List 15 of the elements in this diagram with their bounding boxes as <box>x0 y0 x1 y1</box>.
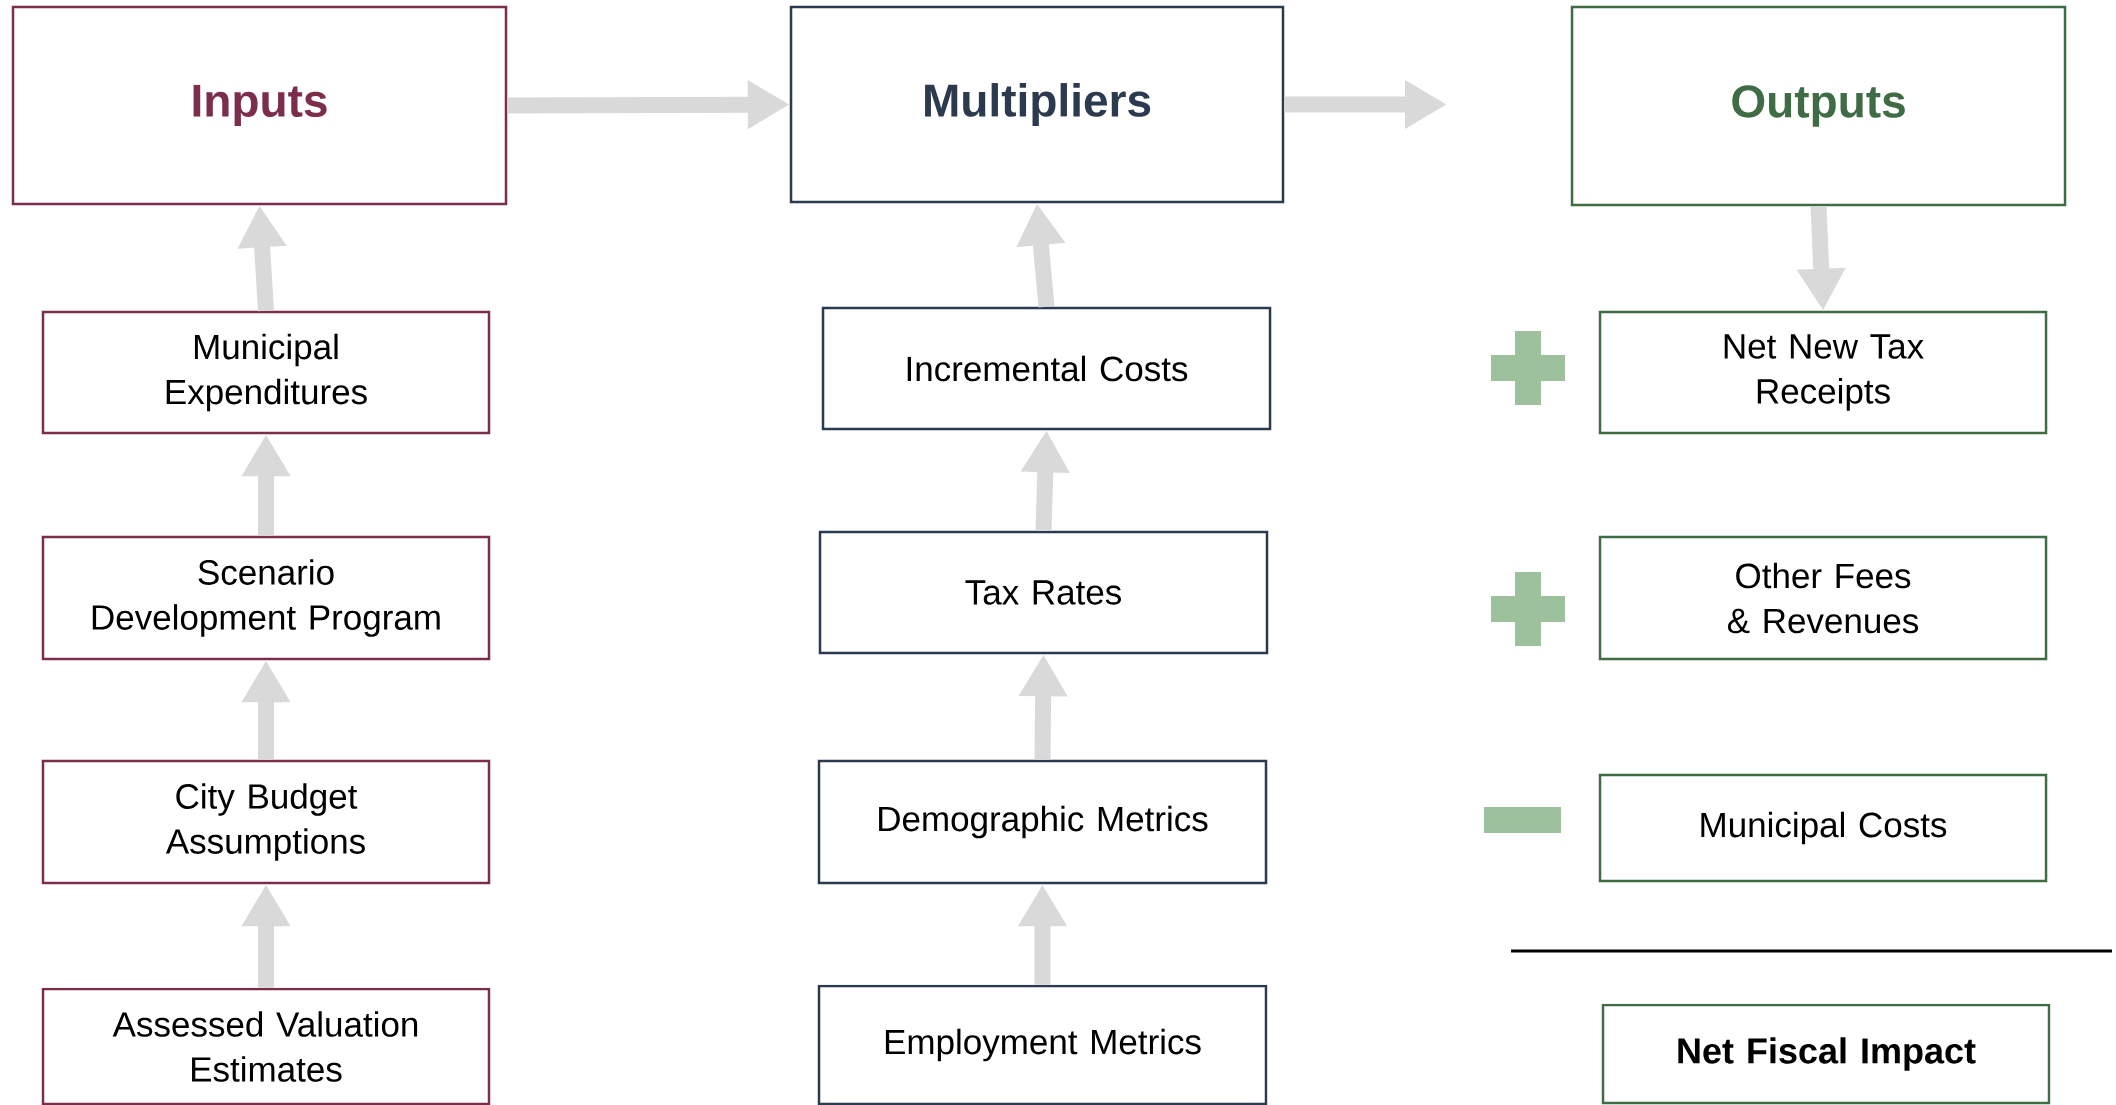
process-box: Scenario Development Program <box>41 535 491 661</box>
process-box: Municipal Costs <box>1598 773 2048 883</box>
process-box: Incremental Costs <box>821 306 1272 431</box>
process-box: Demographic Metrics <box>817 759 1268 885</box>
result-box: Net Fiscal Impact <box>1601 1003 2051 1105</box>
heading-box: Multipliers <box>789 5 1285 204</box>
process-box: Tax Rates <box>818 530 1269 655</box>
process-box: City Budget Assumptions <box>41 759 491 885</box>
heading-box: Inputs <box>11 5 508 206</box>
process-box: Other Fees & Revenues <box>1598 535 2048 661</box>
heading-box: Outputs <box>1570 5 2067 207</box>
process-box: Municipal Expenditures <box>41 310 491 435</box>
process-box: Assessed Valuation Estimates <box>41 987 491 1105</box>
process-box: Net New Tax Receipts <box>1598 310 2048 435</box>
process-box: Employment Metrics <box>817 984 1268 1105</box>
